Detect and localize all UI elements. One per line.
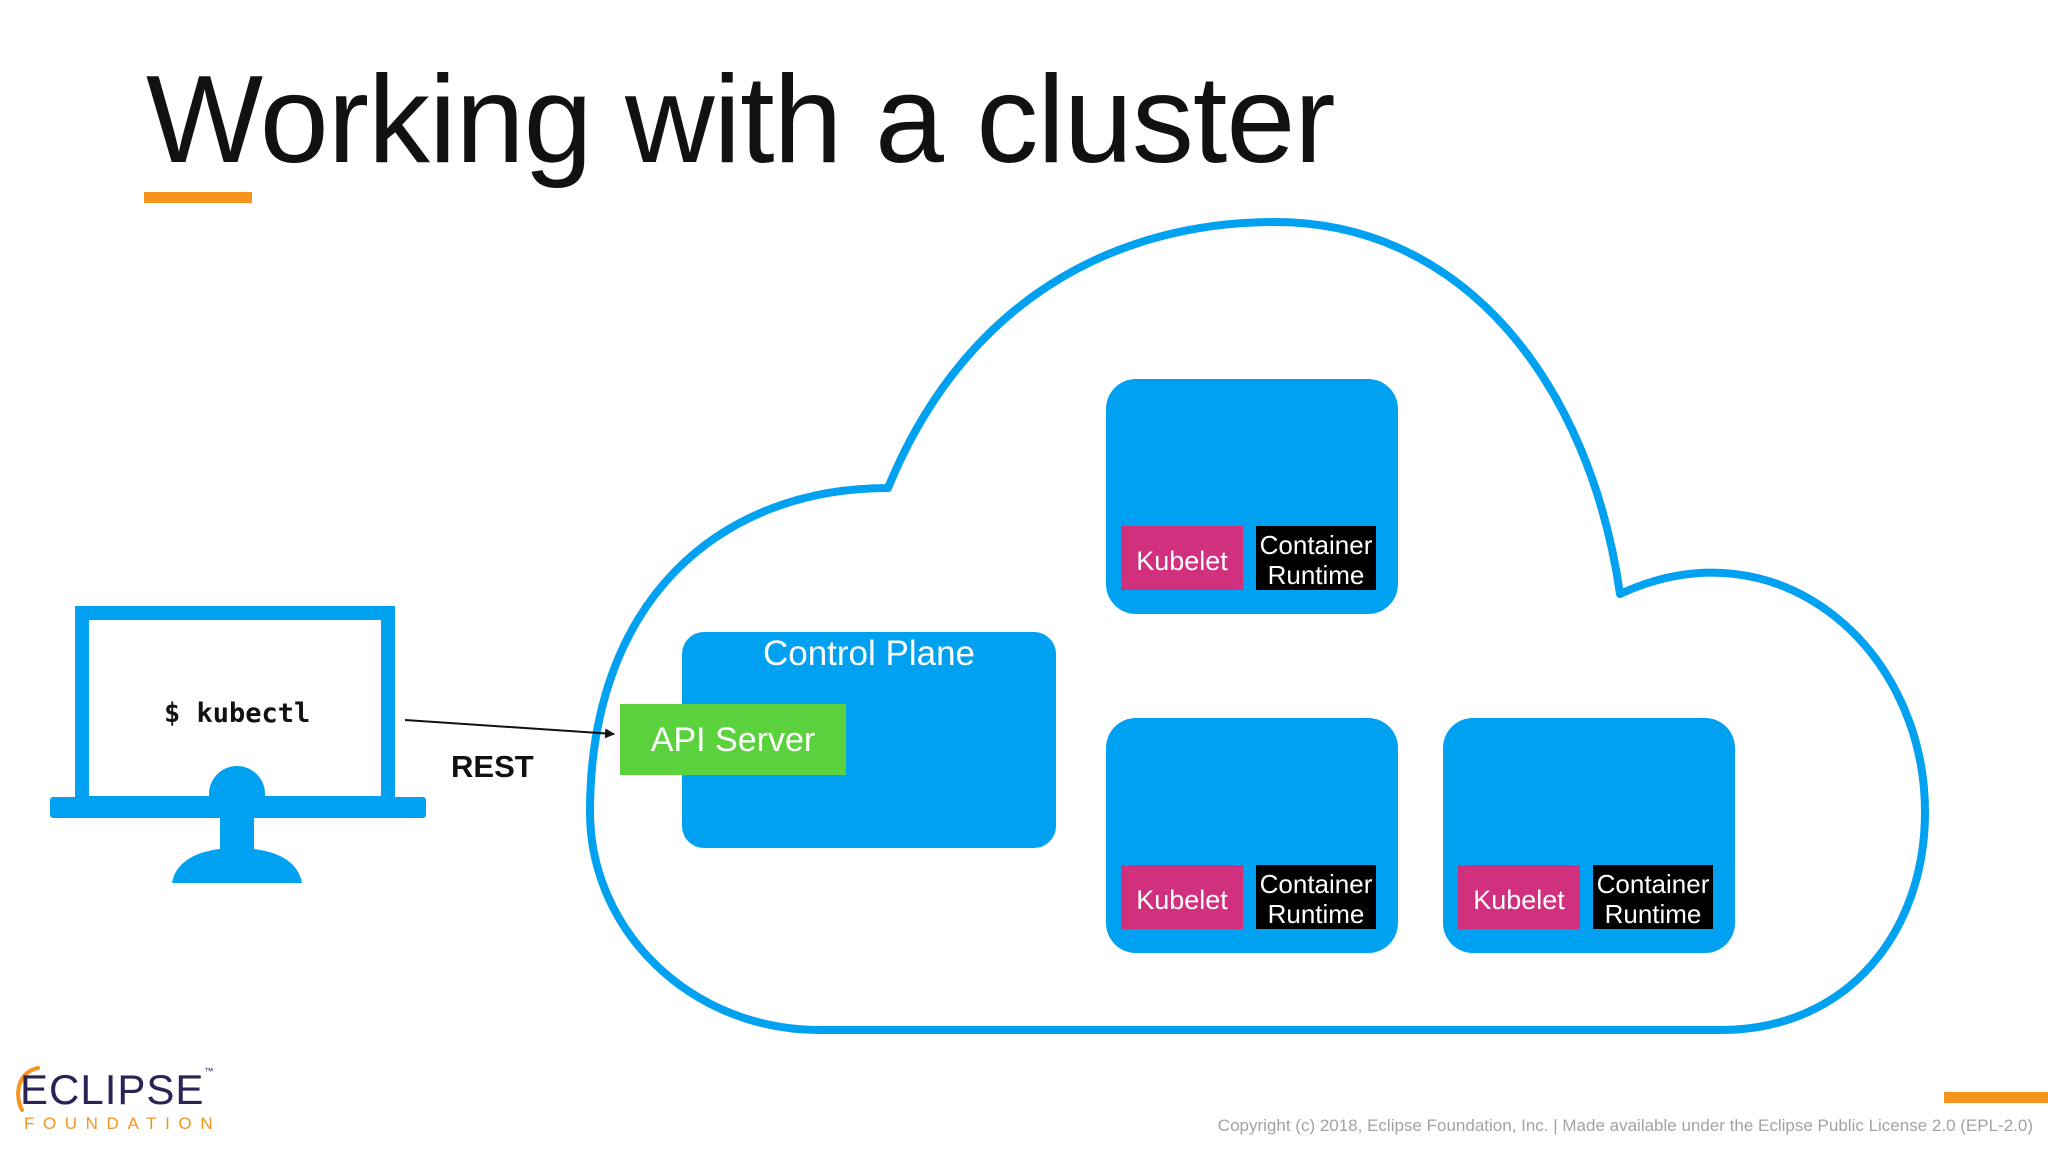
control-plane-box xyxy=(682,632,1056,848)
rest-label: REST xyxy=(451,749,534,784)
kubelet-label: Kubelet xyxy=(1473,885,1565,915)
worker-node: Kubelet Container Runtime xyxy=(1106,379,1398,614)
container-runtime-label: Container xyxy=(1260,530,1373,560)
copyright-notice: Copyright (c) 2018, Eclipse Foundation, … xyxy=(1217,1116,2033,1135)
container-runtime-label: Container xyxy=(1260,869,1373,899)
kubectl-command: $ kubectl xyxy=(164,698,310,729)
api-server-label: API Server xyxy=(651,721,815,759)
container-runtime-label: Runtime xyxy=(1268,899,1365,929)
rest-arrow xyxy=(404,719,615,739)
user-body-icon xyxy=(172,848,302,883)
title-underline xyxy=(144,192,252,203)
container-runtime-box xyxy=(1256,865,1376,929)
logo-trademark: ™ xyxy=(204,1066,215,1076)
eclipse-foundation-logo: ECLIPSE™ FOUNDATION xyxy=(8,1064,218,1136)
logo-wordmark: ECLIPSE™ xyxy=(20,1066,214,1114)
container-runtime-box xyxy=(1593,865,1713,929)
slide-title: Working with a cluster xyxy=(146,51,1336,189)
container-runtime-label: Runtime xyxy=(1268,560,1365,590)
kubelet-box xyxy=(1458,865,1580,929)
control-plane-label: Control Plane xyxy=(763,634,975,673)
kubelet-label: Kubelet xyxy=(1136,546,1228,576)
logo-subtitle: FOUNDATION xyxy=(24,1114,222,1133)
user-head-icon xyxy=(209,766,265,822)
kubelet-box xyxy=(1121,526,1243,590)
kubelet-box xyxy=(1121,865,1243,929)
container-runtime-label: Runtime xyxy=(1605,899,1702,929)
computer-user-icon xyxy=(50,606,426,883)
worker-node: Kubelet Container Runtime xyxy=(1443,718,1735,953)
logo-arc-icon xyxy=(16,1066,40,1112)
worker-node: Kubelet Container Runtime xyxy=(1106,718,1398,953)
logo-word: ECLIPSE xyxy=(20,1066,205,1113)
kubelet-label: Kubelet xyxy=(1136,885,1228,915)
container-runtime-label: Container xyxy=(1597,869,1710,899)
api-server-box xyxy=(620,704,846,775)
corner-accent-bar xyxy=(1944,1092,2048,1103)
user-neck xyxy=(220,810,254,854)
container-runtime-box xyxy=(1256,526,1376,590)
cloud-icon xyxy=(586,218,1929,1034)
